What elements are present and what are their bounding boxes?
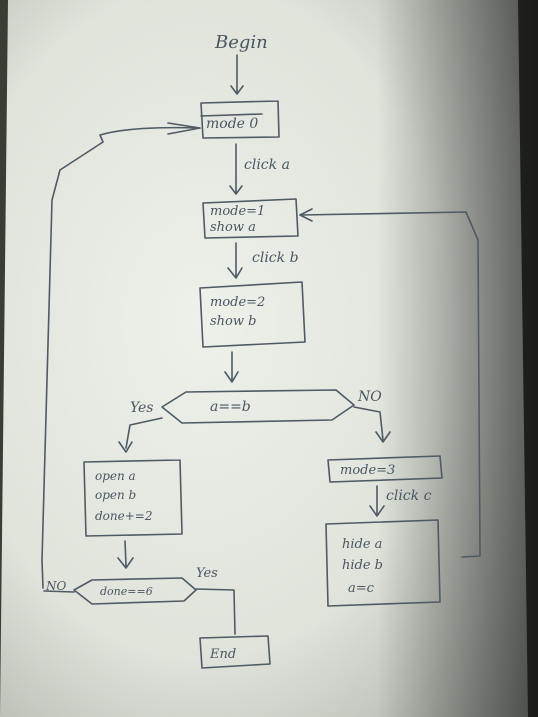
- decision-done-label: done==6: [100, 585, 153, 598]
- decision-ab-label: a==b: [210, 399, 251, 415]
- mode3-box: mode=3: [327, 455, 443, 483]
- edge-click-b: click b: [252, 250, 299, 266]
- open-line3: done+=2: [95, 509, 152, 523]
- end-label: End: [209, 647, 236, 662]
- edge-yes-done: Yes: [196, 566, 218, 581]
- mode1-line1: mode=1: [210, 204, 265, 219]
- end-box: End: [199, 635, 271, 669]
- mode2-line2: show b: [210, 314, 256, 329]
- mode1-line2: show a: [210, 220, 256, 235]
- hide-line3: a=c: [348, 581, 375, 596]
- hide-line2: hide b: [342, 558, 383, 573]
- edge-no-done: NO: [45, 579, 67, 593]
- open-line1: open a: [95, 469, 136, 483]
- loop-no-to-mode0: [41, 126, 201, 589]
- arrow-no-ab: [353, 406, 384, 441]
- mode0-label: mode 0: [206, 116, 258, 132]
- mode0-box: mode 0: [200, 100, 280, 139]
- arrow-yes-ab: [125, 417, 163, 449]
- mode2-line1: mode=2: [210, 295, 265, 310]
- hide-box: hide a hide b a=c: [325, 519, 441, 607]
- mode2-box: mode=2 show b: [199, 281, 306, 348]
- edge-no-ab: NO: [357, 389, 382, 405]
- mode3-label: mode=3: [340, 463, 395, 478]
- open-line2: open b: [95, 488, 136, 502]
- edge-yes-ab: Yes: [130, 400, 154, 416]
- decision-ab: a==b: [161, 389, 355, 424]
- arrow-yes-done: [195, 588, 236, 635]
- decision-done: done==6: [73, 577, 197, 605]
- open-box: open a open b done+=2: [83, 459, 183, 537]
- mode1-box: mode=1 show a: [202, 198, 299, 239]
- edge-click-a: click a: [244, 157, 290, 173]
- arrow-to-decision-done: [124, 540, 127, 567]
- edge-click-c: click c: [386, 488, 432, 504]
- begin-label: Begin: [214, 32, 268, 53]
- hide-line1: hide a: [342, 537, 382, 552]
- loop-back-to-mode1: [299, 211, 481, 558]
